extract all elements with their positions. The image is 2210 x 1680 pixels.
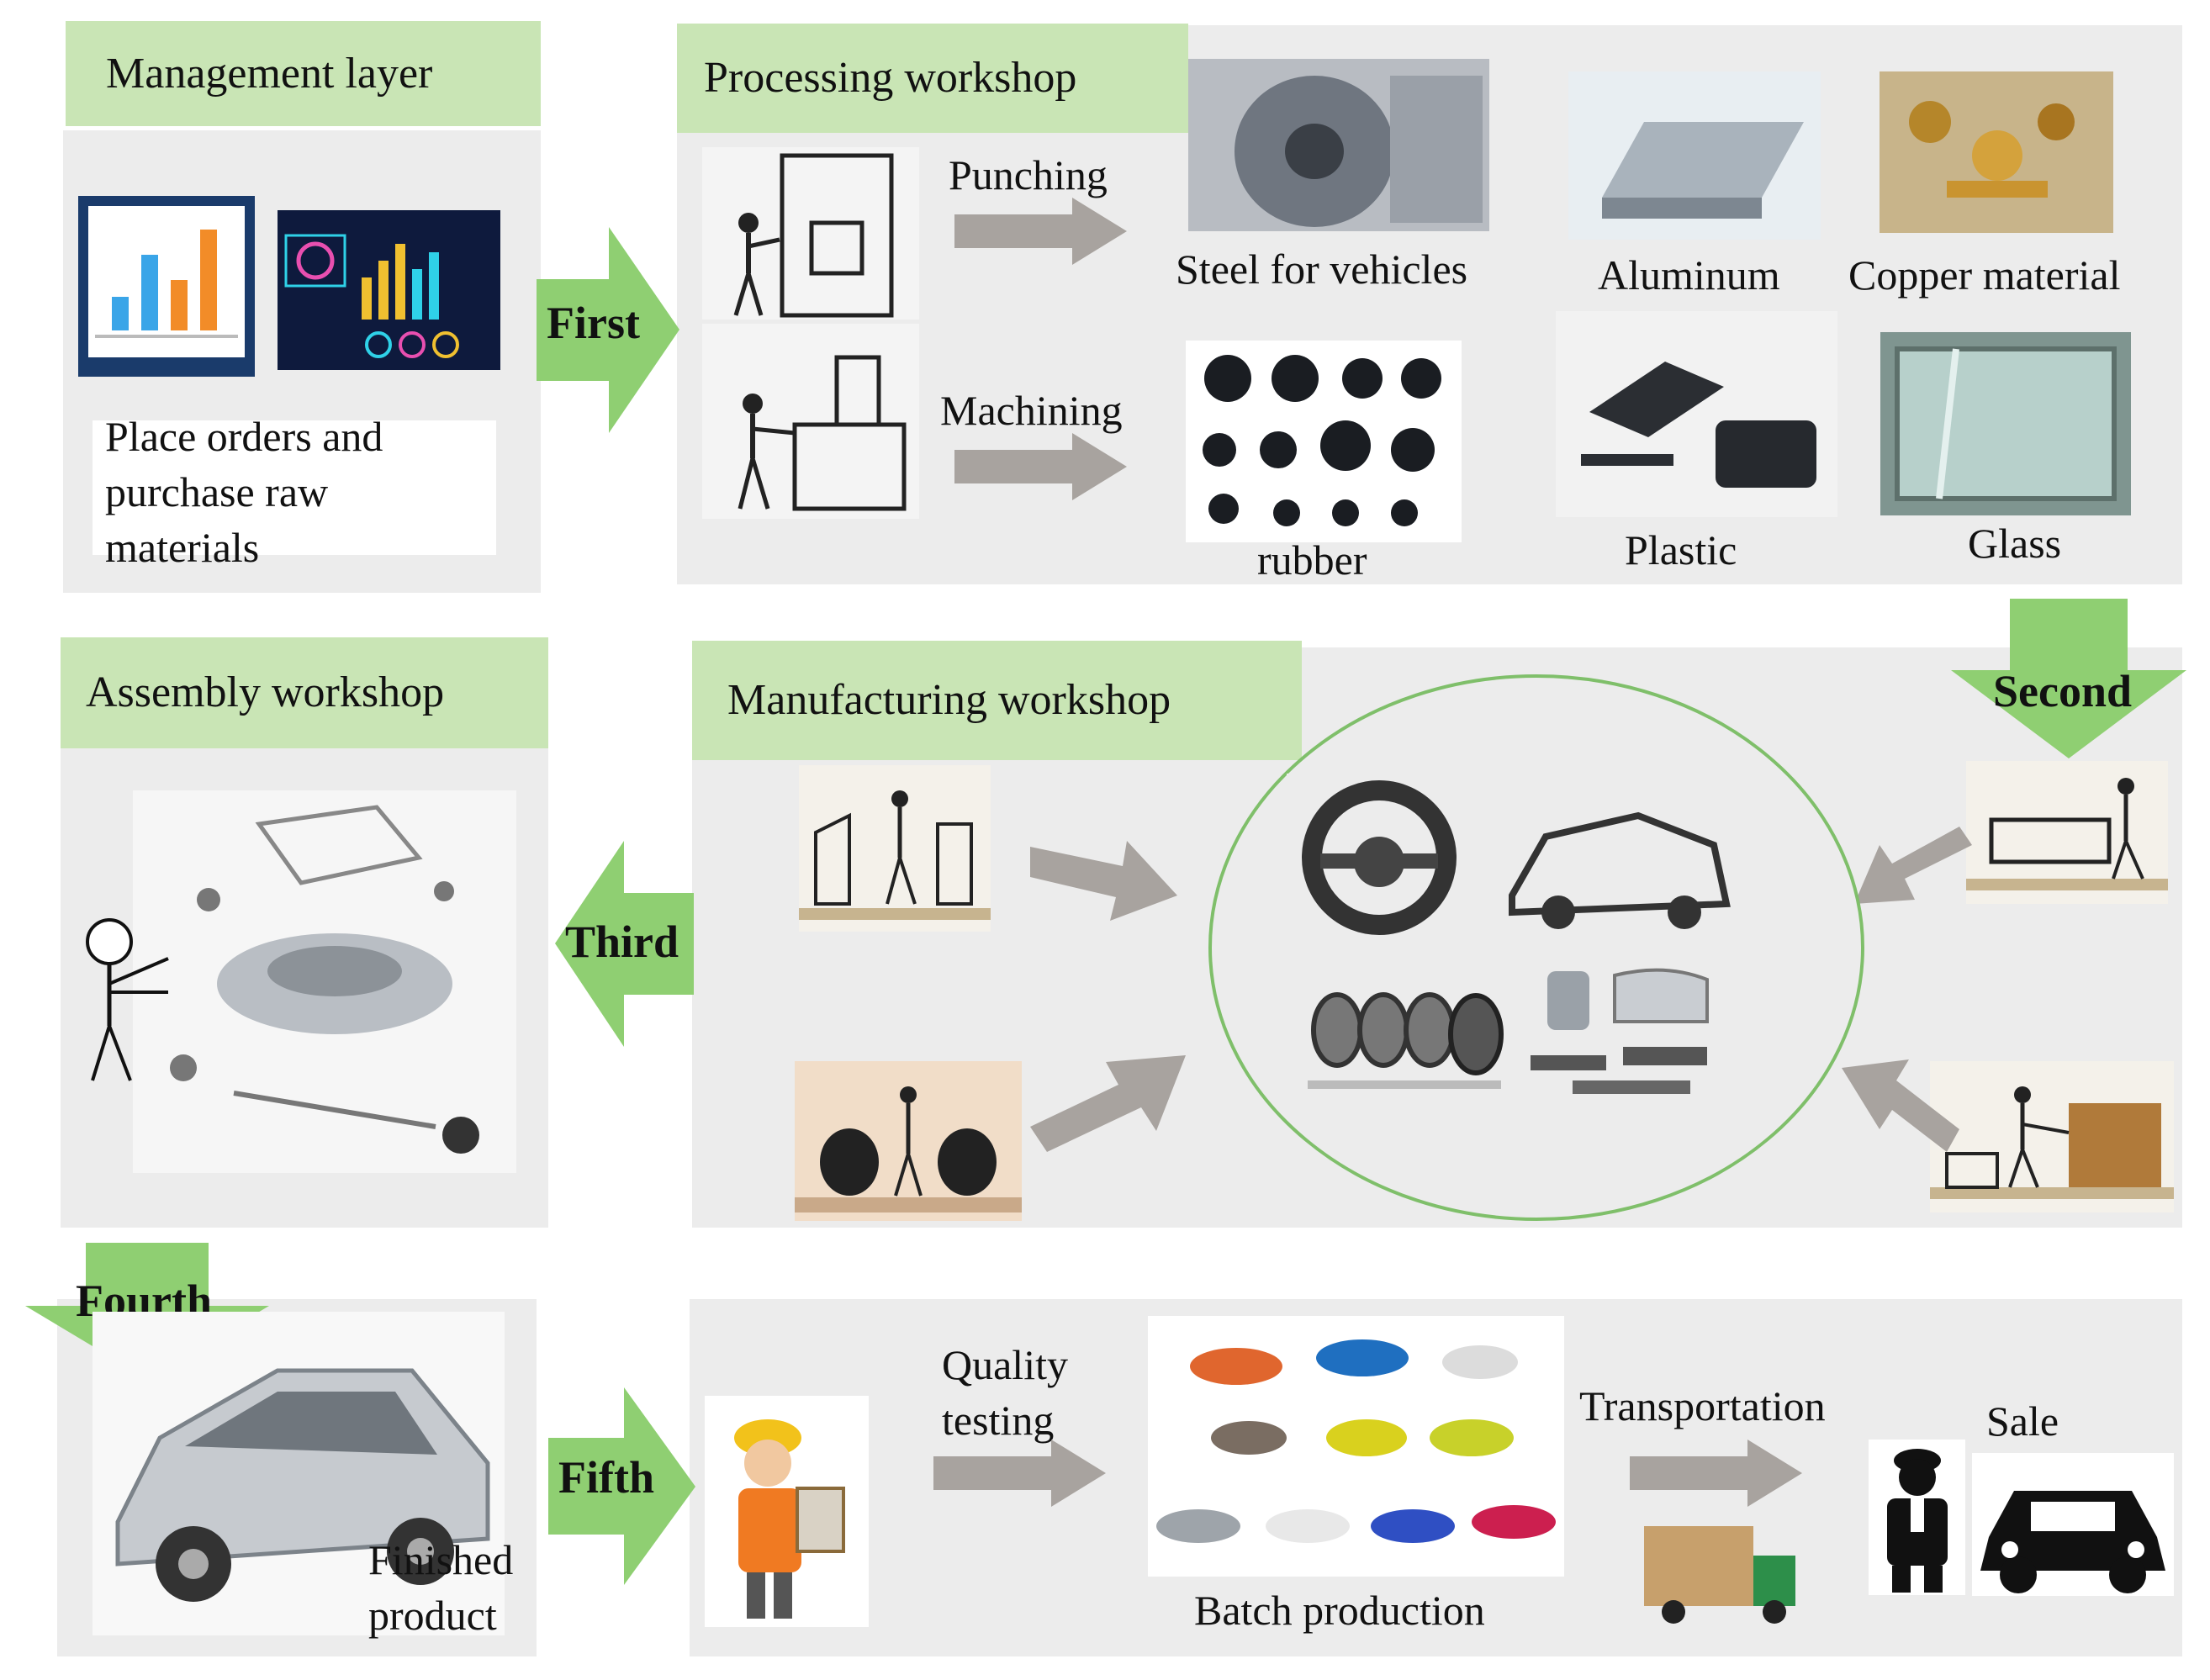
transportation-label: Transportation — [1579, 1382, 1826, 1429]
aluminum-image — [1568, 71, 1821, 240]
body-panels-image — [1522, 963, 1720, 1110]
punching-label: Punching — [949, 151, 1108, 198]
punching-worker-image — [702, 147, 919, 320]
quality-inspector-image — [705, 1396, 869, 1627]
sale-label: Sale — [1986, 1397, 2059, 1445]
tire-to-parts-arrow-icon — [1030, 1055, 1186, 1152]
delivery-truck-image — [1627, 1509, 1811, 1630]
manufacturing-workshop-title: Manufacturing workshop — [727, 676, 1171, 724]
machining-worker-image — [702, 324, 919, 519]
steel-coil-image — [1188, 59, 1489, 231]
dashboard-image-right — [278, 210, 500, 370]
punching-arrow-icon — [954, 198, 1127, 265]
steering-wheel-image — [1287, 774, 1472, 938]
assembly-workshop-header: Assembly workshop — [61, 637, 548, 748]
management-layer-header: Management layer — [66, 21, 541, 126]
frame-worker-image — [1966, 761, 2168, 904]
batch-cars-image — [1148, 1316, 1564, 1577]
first-step-label: First — [547, 298, 640, 348]
wheels-image — [1299, 971, 1509, 1110]
second-arrow-icon — [1951, 599, 2186, 758]
fourth-arrow-icon — [25, 1243, 269, 1379]
assembly-worker-icon — [86, 918, 169, 1081]
rubber-image — [1186, 341, 1462, 542]
batch-production-label: Batch production — [1194, 1587, 1485, 1634]
quality-arrow-icon — [933, 1440, 1106, 1507]
steel-label: Steel for vehicles — [1176, 246, 1468, 293]
car-body-frame-image — [1495, 795, 1739, 938]
plastic-label: Plastic — [1625, 526, 1737, 573]
painting-to-parts-arrow-icon — [1842, 1059, 1959, 1152]
stamping-to-parts-arrow-icon — [1030, 841, 1177, 921]
salesman-icon — [1869, 1440, 1965, 1595]
processing-workshop-title: Processing workshop — [704, 54, 1077, 102]
car-assembly-exploded-image — [133, 790, 516, 1173]
glass-label: Glass — [1968, 520, 2062, 567]
painting-worker-image — [1930, 1061, 2174, 1212]
stamping-worker-image — [799, 765, 991, 932]
manufacturing-workshop-header: Manufacturing workshop — [692, 641, 1302, 760]
processing-workshop-header: Processing workshop — [677, 24, 1188, 133]
rubber-label: rubber — [1257, 536, 1367, 584]
fifth-step-label: Fifth — [558, 1452, 654, 1503]
aluminum-label: Aluminum — [1598, 251, 1780, 298]
finished-car-image — [93, 1312, 505, 1635]
second-step-label: Second — [1993, 666, 2133, 716]
machining-arrow-icon — [954, 433, 1127, 500]
sale-car-icon — [1972, 1453, 2174, 1596]
dashboard-image-left — [78, 196, 255, 377]
transport-arrow-icon — [1630, 1440, 1802, 1507]
quality-testing-label: Quality testing — [942, 1341, 1068, 1444]
machining-label: Machining — [940, 387, 1123, 434]
fifth-arrow-icon — [548, 1387, 695, 1585]
copper-label: Copper material — [1848, 251, 2121, 298]
third-arrow-icon — [555, 841, 694, 1047]
parts-circle — [1208, 674, 1864, 1221]
tire-worker-image — [795, 1061, 1022, 1221]
assembly-workshop-title: Assembly workshop — [86, 668, 445, 716]
third-step-label: Third — [565, 917, 679, 967]
management-layer-title: Management layer — [106, 49, 433, 98]
copper-image — [1880, 71, 2113, 233]
order-text-box — [93, 420, 496, 555]
plastic-image — [1556, 311, 1837, 517]
place-orders-text: Place orders and purchase raw materials — [105, 413, 383, 571]
glass-image — [1880, 332, 2131, 515]
finished-product-label: Finished product — [368, 1536, 514, 1639]
frame-to-parts-arrow-icon — [1854, 827, 1972, 904]
first-arrow-icon — [537, 227, 679, 433]
